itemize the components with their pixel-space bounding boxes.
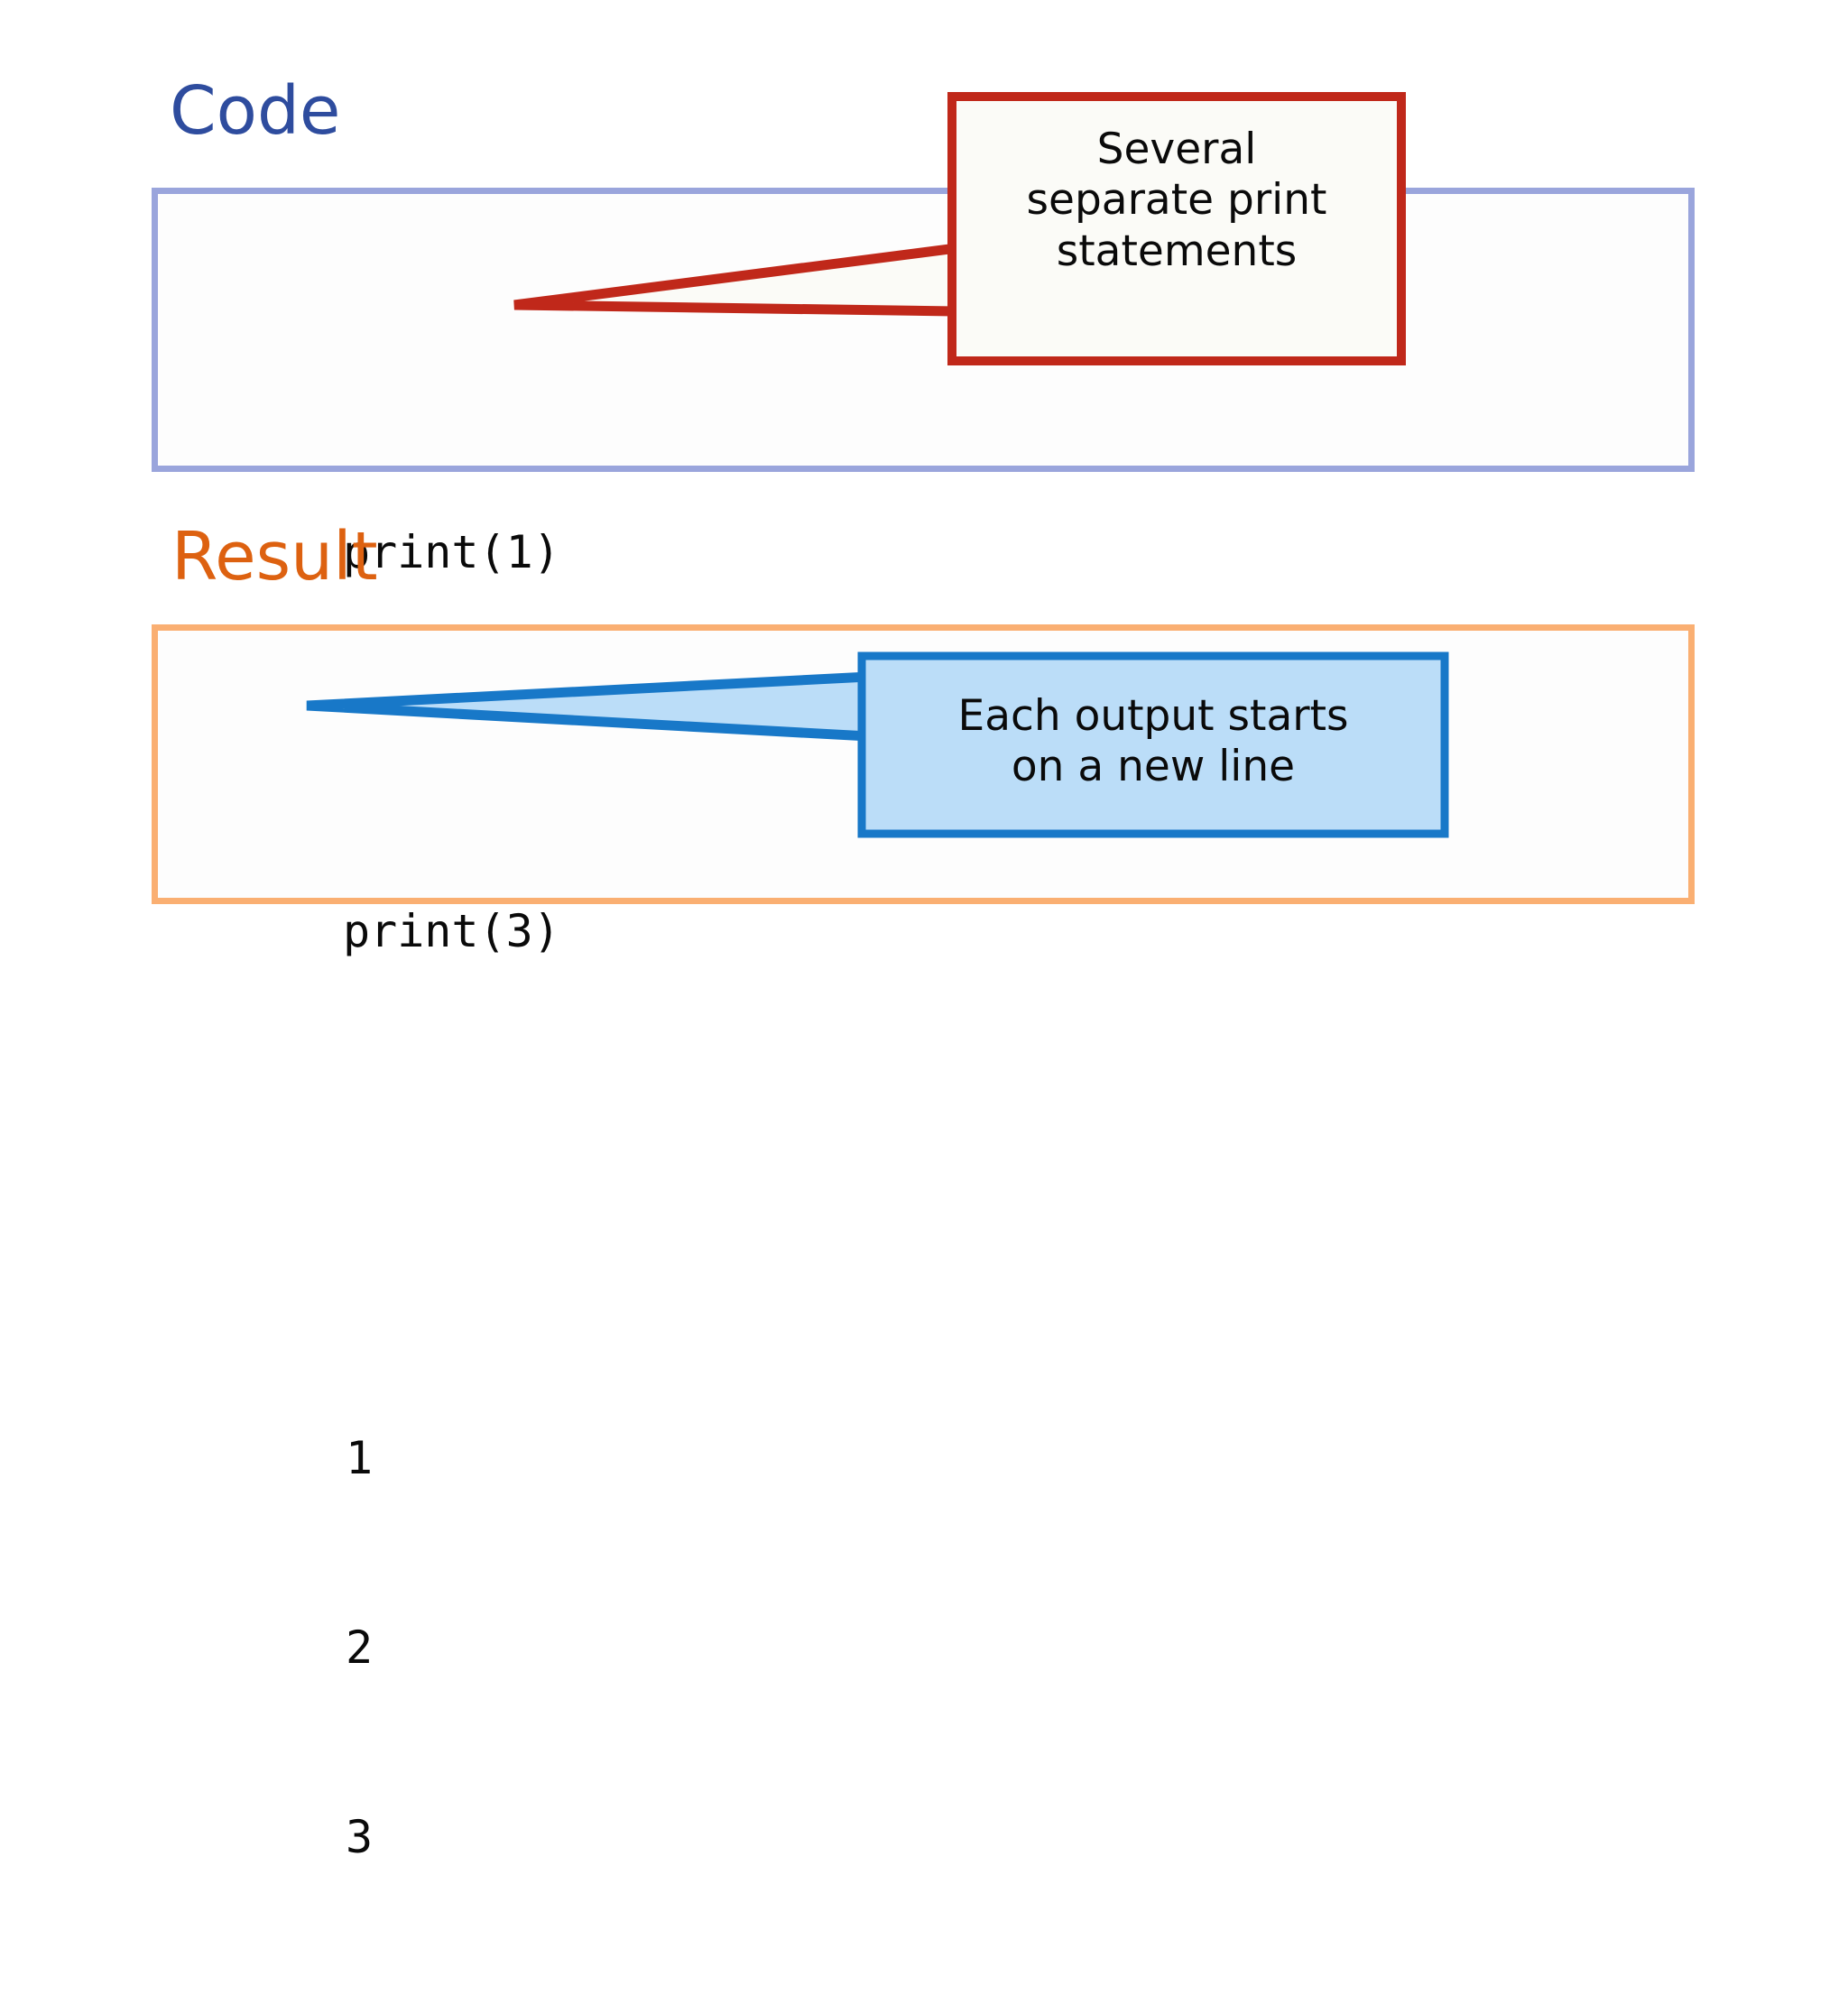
red-callout-shape bbox=[513, 92, 1406, 365]
slide-canvas: Code print(1) print(2) print(3) Result 1… bbox=[152, 72, 1695, 1863]
result-output: 1 2 3 bbox=[346, 1300, 509, 1995]
result-line: 2 bbox=[346, 1621, 374, 1674]
callout-shape-layer bbox=[306, 92, 1449, 838]
code-box: print(1) print(2) print(3) bbox=[152, 188, 1695, 957]
code-line: print(3) bbox=[343, 905, 560, 957]
red-callout-box bbox=[947, 92, 1406, 365]
result-section-heading: Result bbox=[171, 518, 378, 596]
code-line: print(1) bbox=[343, 526, 560, 578]
red-callout-label: Several separate print statements bbox=[960, 125, 1393, 277]
blue-callout-line: on a new line bbox=[1011, 742, 1296, 792]
result-line: 3 bbox=[346, 1811, 374, 1863]
red-callout-line: Several bbox=[1096, 125, 1257, 174]
blue-callout-shape bbox=[306, 651, 1449, 838]
result-line: 1 bbox=[346, 1432, 374, 1484]
blue-callout-line: Each output starts bbox=[957, 691, 1349, 741]
blue-callout-label: Each output starts on a new line bbox=[870, 691, 1437, 793]
red-callout-line: separate print bbox=[1026, 175, 1327, 226]
blue-callout-box bbox=[857, 651, 1449, 838]
code-section-heading: Code bbox=[170, 72, 341, 150]
red-callout-line: statements bbox=[1056, 226, 1298, 276]
